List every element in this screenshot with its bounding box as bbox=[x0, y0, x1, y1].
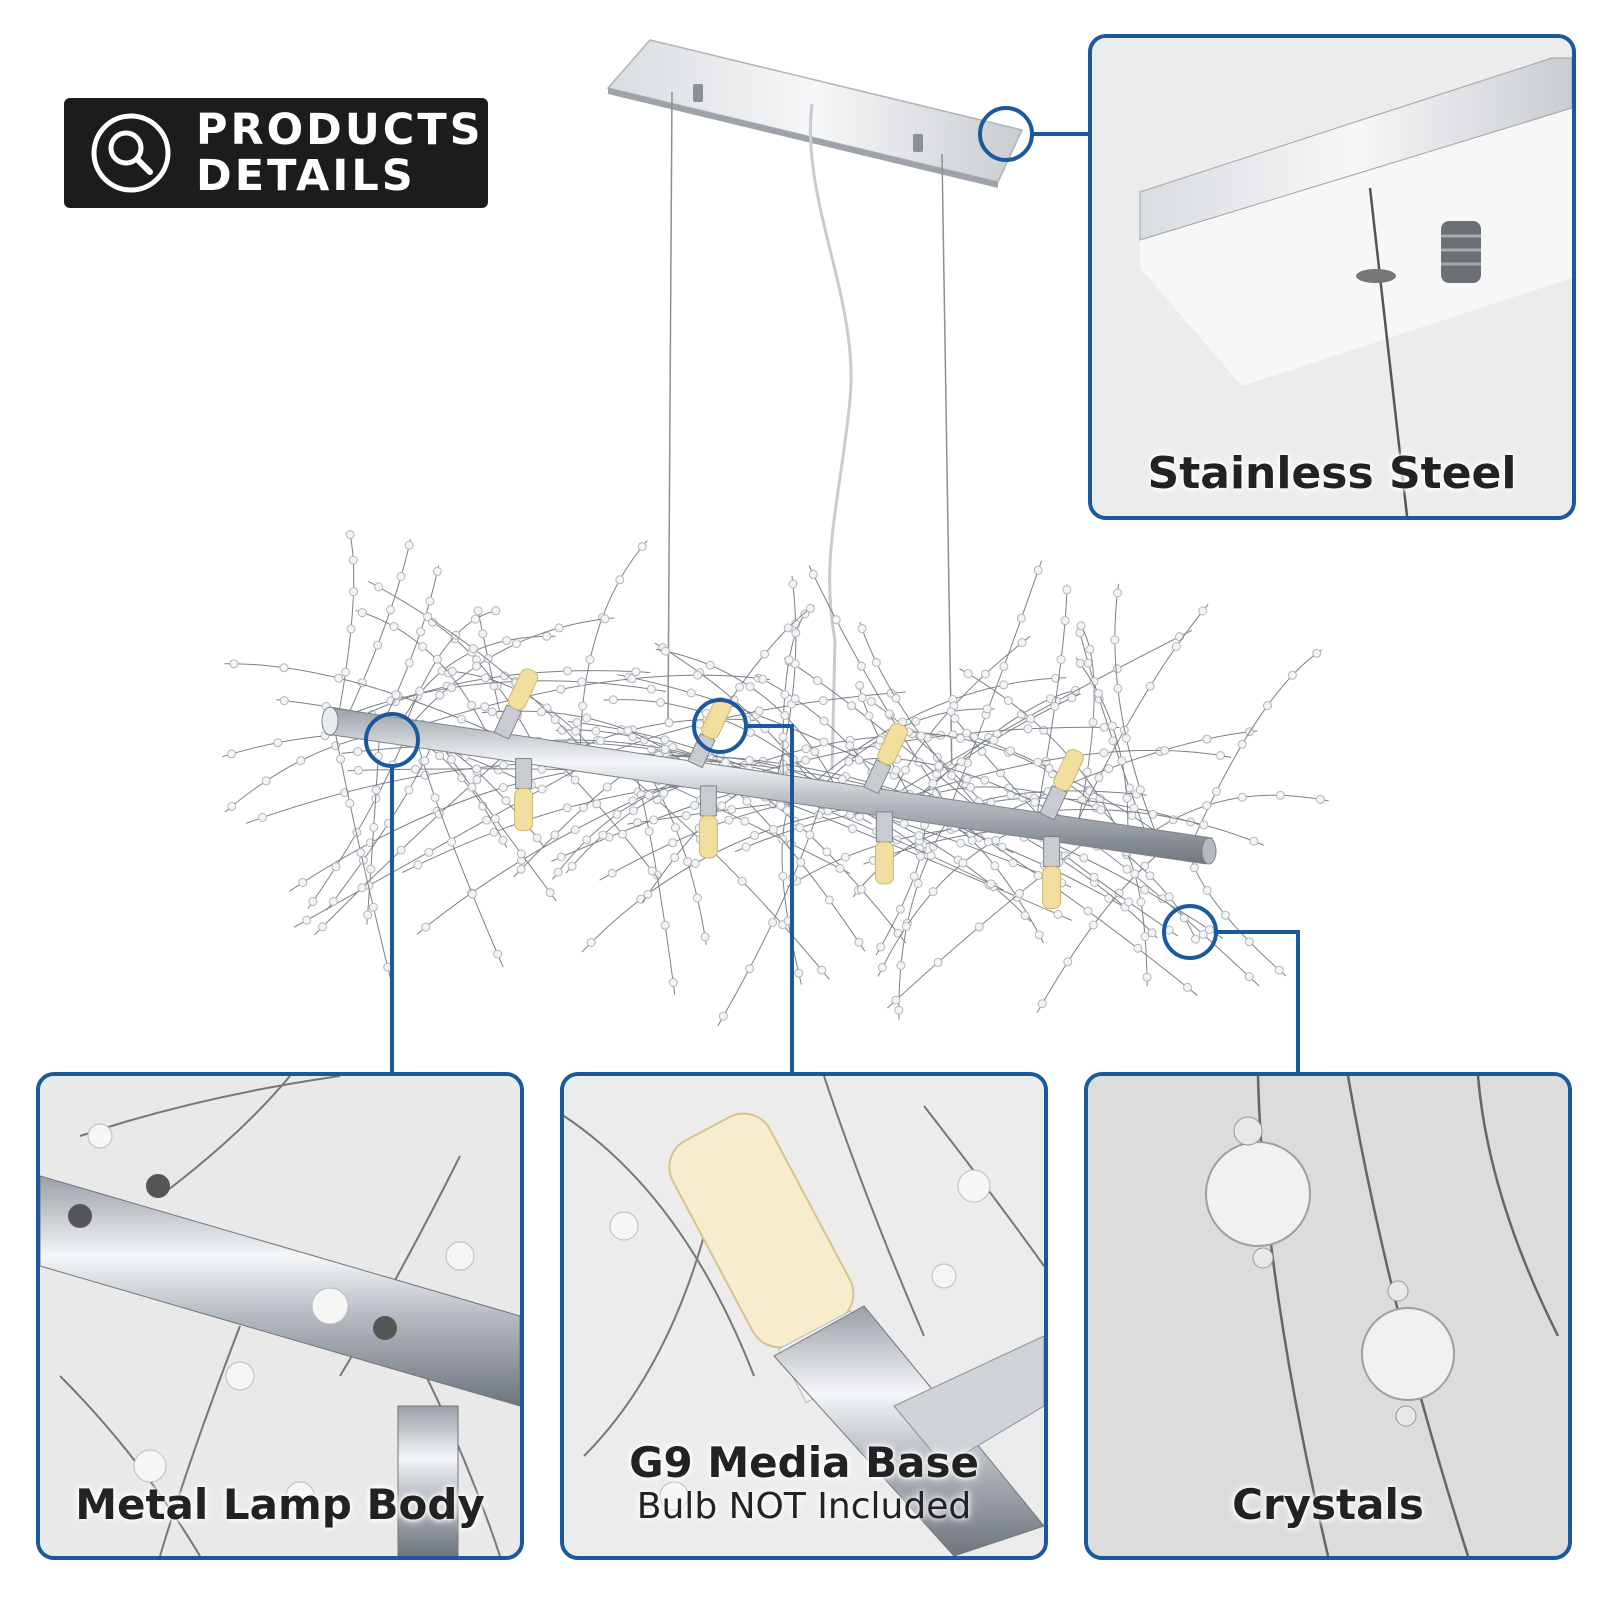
bulb-sockets bbox=[493, 668, 1084, 910]
ceiling-canopy bbox=[606, 39, 1024, 188]
metal-lamp-body-label: Metal Lamp Body bbox=[75, 1480, 485, 1529]
products-details-badge: PRODUCTS DETAILS bbox=[64, 98, 488, 208]
stainless-steel-label: Stainless Steel bbox=[1147, 448, 1517, 499]
lamp-bar bbox=[321, 706, 1217, 865]
badge-line-2: DETAILS bbox=[196, 151, 416, 201]
lamp-body-closeup bbox=[40, 1076, 520, 1556]
g9-base-panel: G9 Media Base Bulb NOT Included bbox=[560, 1072, 1048, 1560]
magnifier-icon bbox=[91, 113, 171, 193]
badge-line-1: PRODUCTS bbox=[196, 105, 484, 155]
g9-base-label: G9 Media Base bbox=[629, 1438, 979, 1487]
stainless-steel-panel: Stainless Steel bbox=[1088, 34, 1576, 520]
bulb-not-included-note: Bulb NOT Included bbox=[636, 1486, 972, 1527]
canopy-closeup bbox=[1092, 38, 1572, 516]
crystals-closeup bbox=[1088, 1076, 1568, 1556]
crystal-strands bbox=[222, 530, 1329, 1027]
crystals-panel: Crystals bbox=[1084, 1072, 1572, 1560]
crystals-label: Crystals bbox=[1232, 1480, 1424, 1529]
suspension-wires bbox=[667, 91, 953, 781]
callout-leaders bbox=[364, 106, 1300, 1072]
metal-lamp-body-panel: Metal Lamp Body bbox=[36, 1072, 524, 1560]
bulb-closeup bbox=[564, 1076, 1044, 1556]
